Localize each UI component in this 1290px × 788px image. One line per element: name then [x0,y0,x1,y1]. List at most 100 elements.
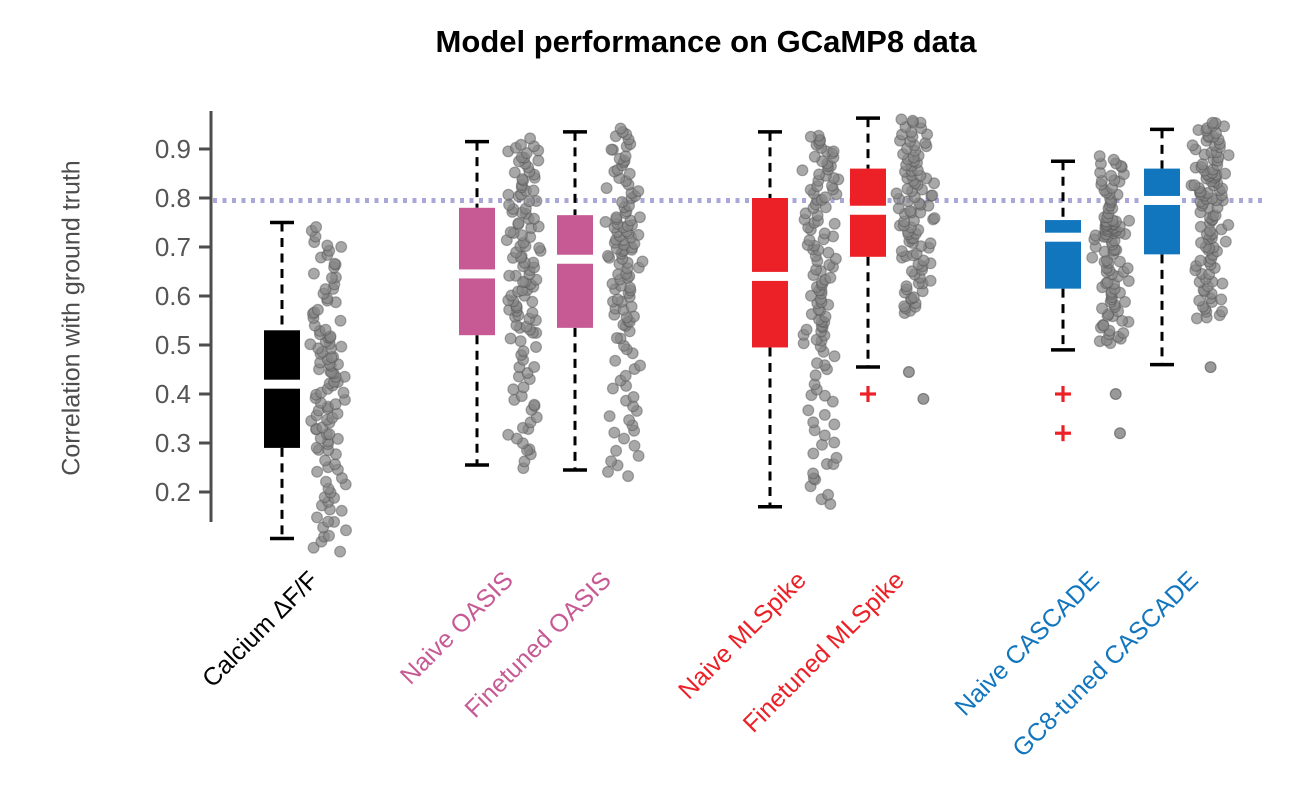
scatter-dot [319,283,332,296]
scatter-dot [1219,235,1232,248]
scatter-dot [804,130,817,143]
scatter-dot [322,515,335,528]
scatter-outlier-dot [1204,361,1217,374]
chart-title: Model performance on GCaMP8 data [435,24,977,59]
scatter-dot [895,245,908,258]
scatter-dot [334,314,347,327]
scatter-dot [323,428,336,441]
scatter-dot [311,465,324,478]
scatter-dot [319,454,332,467]
scatter-dot [310,441,323,454]
scatter-dot [337,386,350,399]
box-naive-cascade [1045,220,1081,289]
scatter-dot [310,221,323,234]
scatter-dot [323,529,336,542]
scatter-dot [636,255,649,268]
median-line [1143,195,1181,205]
scatter-dot [628,439,641,452]
scatter-dot [807,467,820,480]
scatter-dot [826,395,839,408]
scatter-dot [311,511,324,524]
scatter-dot [1117,327,1130,340]
scatter-dot [632,449,645,462]
median-line [556,254,594,264]
scatter-dot [810,357,823,370]
scatter-dot [818,408,831,421]
scatter-dot [514,335,527,348]
scatter-dot [606,382,619,395]
scatter-dot [804,289,817,302]
scatter-dot [1219,167,1232,180]
scatter-dot [520,147,533,160]
scatter-dot [627,391,640,404]
scatter-dot [890,187,903,200]
scatter-dot [504,226,517,239]
scatter-dot [320,475,333,488]
scatter-dot [307,541,320,554]
scatter-outlier-dot [1109,388,1122,401]
scatter-dot [634,359,647,372]
scatter-dot [1186,139,1199,152]
scatter-dot [926,189,939,202]
scatter-dot [503,269,516,282]
scatter-dot [502,428,515,441]
y-tick-label: 0.9 [155,134,191,164]
scatter-dot [610,211,623,224]
scatter-dot [818,389,831,402]
scatter-dot [807,447,820,460]
median-line [458,269,496,279]
scatter-dot [517,345,530,358]
scatter-dot [321,239,334,252]
scatter-dot [1107,153,1120,166]
scatter-dot [1086,251,1099,264]
scatter-outlier-dot [902,366,915,379]
scatter-dot [632,185,645,198]
scatter-dot [605,455,618,468]
scatter-dot [335,504,348,517]
y-tick-label: 0.7 [155,232,191,262]
scatter-dot [307,267,320,280]
box-finetuned-oasis [557,215,593,328]
scatter-dot [599,215,612,228]
scatter-dot [502,188,515,201]
scatter-dot [508,166,521,179]
scatter-dot [822,246,835,259]
scatter-dot [335,240,348,253]
scatter-dot [334,545,347,558]
scatter-dot [1122,275,1135,288]
scatter-dot [813,168,826,181]
scatter-dot [1216,305,1229,318]
scatter-dot [632,228,645,241]
y-tick-label: 0.3 [155,428,191,458]
scatter-dot [304,338,317,351]
scatter-dot [622,470,635,483]
scatter-dot [329,458,342,471]
scatter-dot [512,217,525,230]
scatter-dot [818,429,831,442]
scatter-dot [1188,179,1201,192]
scatter-dot [904,205,917,218]
scatter-dot [898,300,911,313]
scatter-dot [527,184,540,197]
scatter-dot [614,122,627,135]
scatter-dot [331,407,344,420]
scatter-dot [828,350,841,363]
scatter-dot [828,418,841,431]
scatter-dot [608,426,621,439]
scatter-dot [1222,218,1235,231]
scatter-dot [1097,319,1110,332]
scatter-dot [928,212,941,225]
scatter-dot [900,280,913,293]
scatter-dot [601,465,614,478]
scatter-dot [507,383,520,396]
median-line [1044,232,1082,242]
scatter-dot [1113,255,1126,268]
scatter-outlier-dot [1113,427,1126,440]
scatter-dot [1118,295,1131,308]
scatter-dot [803,234,816,247]
scatter-dot [1089,229,1102,242]
scatter-dot [827,145,840,158]
median-line [849,205,887,215]
scatter-dot [529,341,542,354]
